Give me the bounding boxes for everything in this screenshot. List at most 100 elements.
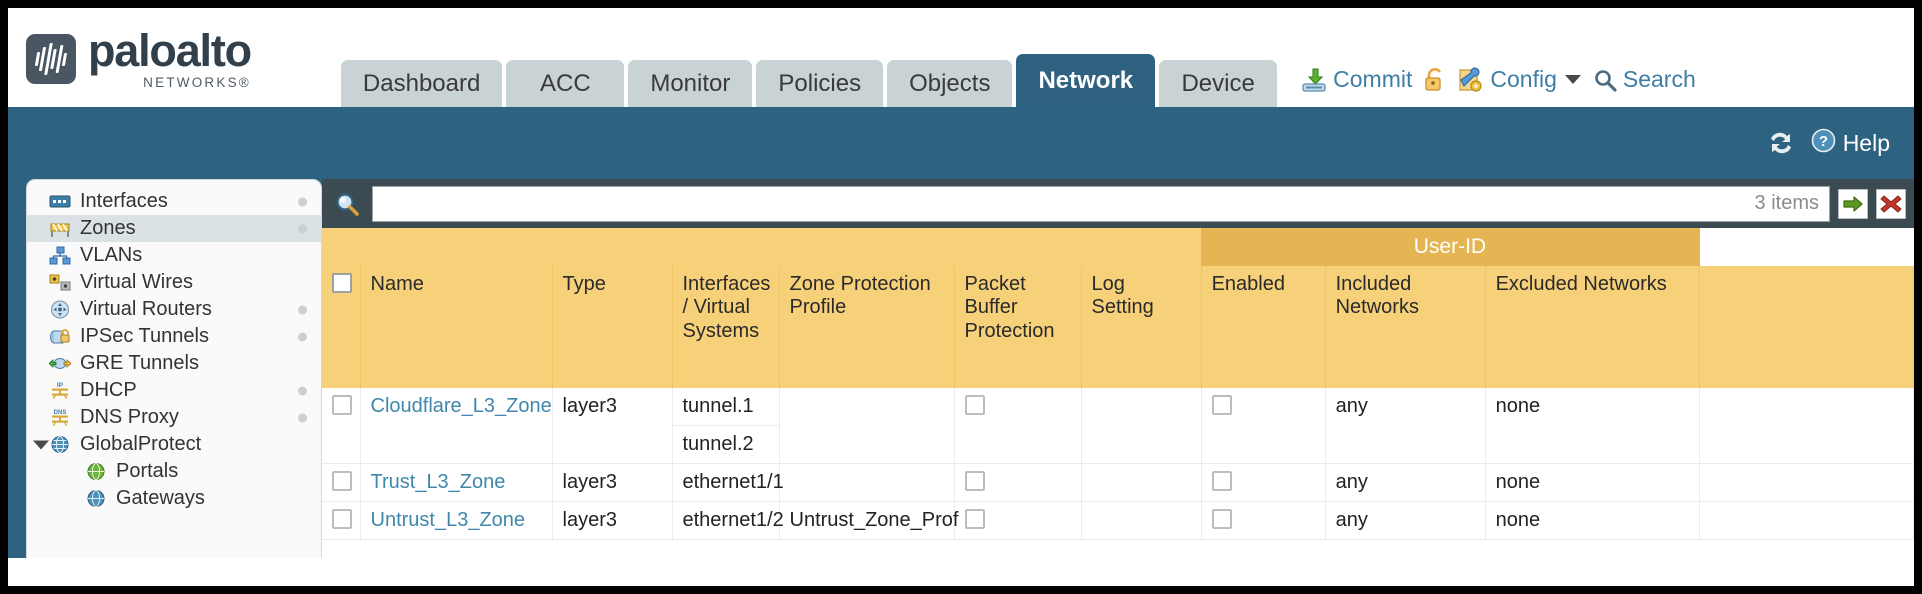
expander-triangle-icon[interactable]: [33, 440, 49, 449]
excluded-networks-cell: none: [1485, 463, 1700, 502]
zone-name-link[interactable]: Untrust_L3_Zone: [370, 508, 526, 531]
column-header-log-setting[interactable]: Log Setting: [1081, 265, 1202, 388]
zone-name-cell[interactable]: Untrust_L3_Zone: [360, 501, 553, 540]
user-id-enabled-cell: [1201, 463, 1326, 502]
dhcp-icon: IP: [49, 381, 71, 400]
zone-protection-profile-cell: Untrust_Zone_Prof: [779, 501, 958, 540]
commit-icon: [1301, 67, 1327, 93]
zone-protection-profile-cell: [779, 387, 955, 464]
column-header-interfaces-virtual-systems[interactable]: Interfaces / Virtual Systems: [672, 265, 780, 388]
apply-filter-button[interactable]: [1838, 188, 1868, 219]
sidebar-item-label: Interfaces: [80, 190, 168, 212]
tab-monitor[interactable]: Monitor: [628, 60, 753, 107]
row-checkbox[interactable]: [332, 470, 352, 491]
packet-buffer-protection-cell: [954, 463, 1082, 502]
user-id-enabled-cell: [1201, 501, 1326, 540]
dns-proxy-icon: DNS: [49, 408, 71, 427]
sidebar-item-interfaces[interactable]: Interfaces: [27, 188, 321, 215]
packet-buffer-protection-cell: [954, 387, 1082, 464]
column-header-included-networks[interactable]: Included Networks: [1325, 265, 1486, 388]
config-icon: [1458, 67, 1484, 93]
user-id-enabled-checkbox[interactable]: [1211, 470, 1232, 491]
column-header-excluded-networks[interactable]: Excluded Networks: [1485, 265, 1700, 388]
paloalto-logo-icon: [26, 34, 76, 85]
row-filler-cell: [1699, 387, 1914, 464]
gateways-icon: [85, 489, 107, 508]
sidebar-item-vlans[interactable]: VLANs: [27, 242, 321, 269]
sidebar-item-gateways[interactable]: Gateways: [27, 485, 321, 512]
sidebar-status-dot: [298, 386, 307, 395]
sidebar-item-ipsec-tunnels[interactable]: IPSec Tunnels: [27, 323, 321, 350]
tab-device[interactable]: Device: [1159, 60, 1278, 107]
tab-network[interactable]: Network: [1016, 54, 1156, 107]
excluded-networks-cell: none: [1485, 387, 1700, 464]
column-header-type[interactable]: Type: [552, 265, 673, 388]
commit-button[interactable]: Commit: [1301, 66, 1412, 93]
column-header-name[interactable]: Name: [360, 265, 553, 388]
zone-name-cell[interactable]: Cloudflare_L3_Zone: [360, 387, 553, 464]
search-button[interactable]: Search: [1593, 66, 1696, 93]
refresh-icon[interactable]: [1767, 130, 1795, 156]
user-id-enabled-checkbox[interactable]: [1211, 394, 1232, 415]
row-checkbox[interactable]: [332, 394, 352, 415]
column-header-enabled[interactable]: Enabled: [1201, 265, 1326, 388]
help-icon: ?: [1811, 128, 1836, 159]
config-menu-button[interactable]: Config: [1458, 66, 1581, 93]
tab-dashboard[interactable]: Dashboard: [340, 60, 503, 107]
row-checkbox[interactable]: [332, 508, 352, 529]
commit-label: Commit: [1333, 66, 1413, 92]
column-header-packet-buffer-protection[interactable]: Packet Buffer Protection: [954, 265, 1082, 388]
sidebar-item-virtual-wires[interactable]: Virtual Wires: [27, 269, 321, 296]
packet-buffer-protection-checkbox[interactable]: [964, 470, 985, 491]
sidebar-item-portals[interactable]: Portals: [27, 458, 321, 485]
sidebar-item-gre-tunnels[interactable]: GRE Tunnels: [27, 350, 321, 377]
tab-objects[interactable]: Objects: [887, 60, 1013, 107]
gre-tunnels-icon: [48, 354, 72, 373]
svg-text:IP: IP: [57, 382, 64, 389]
select-all-header: [322, 265, 361, 388]
zone-name-link[interactable]: Cloudflare_L3_Zone: [370, 394, 552, 417]
zone-name-cell[interactable]: Trust_L3_Zone: [360, 463, 553, 502]
user-id-enabled-checkbox[interactable]: [1211, 508, 1232, 529]
sidebar-item-label: Virtual Wires: [80, 271, 193, 293]
row-select-cell: [322, 463, 361, 502]
sidebar-item-globalprotect[interactable]: GlobalProtect: [27, 431, 321, 458]
select-all-checkbox[interactable]: [332, 272, 352, 293]
search-input[interactable]: 3 items: [372, 185, 1830, 222]
config-label: Config: [1490, 66, 1557, 92]
packet-buffer-protection-cell: [954, 501, 1082, 540]
clear-filter-button[interactable]: [1876, 188, 1906, 219]
portals-icon: [85, 462, 107, 481]
column-header-zone-protection-profile[interactable]: Zone Protection Profile: [779, 265, 955, 388]
svg-text:?: ?: [1819, 133, 1828, 150]
tab-acc[interactable]: ACC: [506, 60, 625, 107]
tab-policies[interactable]: Policies: [756, 60, 884, 107]
top-right-actions: Commit Config: [1301, 66, 1696, 107]
sidebar-item-zones[interactable]: Zones: [27, 215, 321, 242]
interfaces-icon: [49, 192, 71, 211]
packet-buffer-protection-checkbox[interactable]: [964, 394, 985, 415]
packet-buffer-protection-checkbox[interactable]: [964, 508, 985, 529]
sidebar-item-virtual-routers[interactable]: Virtual Routers: [27, 296, 321, 323]
help-button[interactable]: ? Help: [1811, 128, 1890, 159]
user-id-enabled-cell: [1201, 387, 1326, 464]
search-icon[interactable]: [330, 191, 364, 217]
interface-entry: tunnel.1: [672, 388, 779, 426]
sidebar-item-label: GRE Tunnels: [80, 352, 199, 374]
lock-icon[interactable]: [1424, 67, 1446, 93]
virtual-routers-icon: [49, 300, 71, 319]
zone-name-link[interactable]: Trust_L3_Zone: [370, 470, 506, 493]
zone-interfaces-cell: ethernet1/2: [672, 501, 784, 540]
